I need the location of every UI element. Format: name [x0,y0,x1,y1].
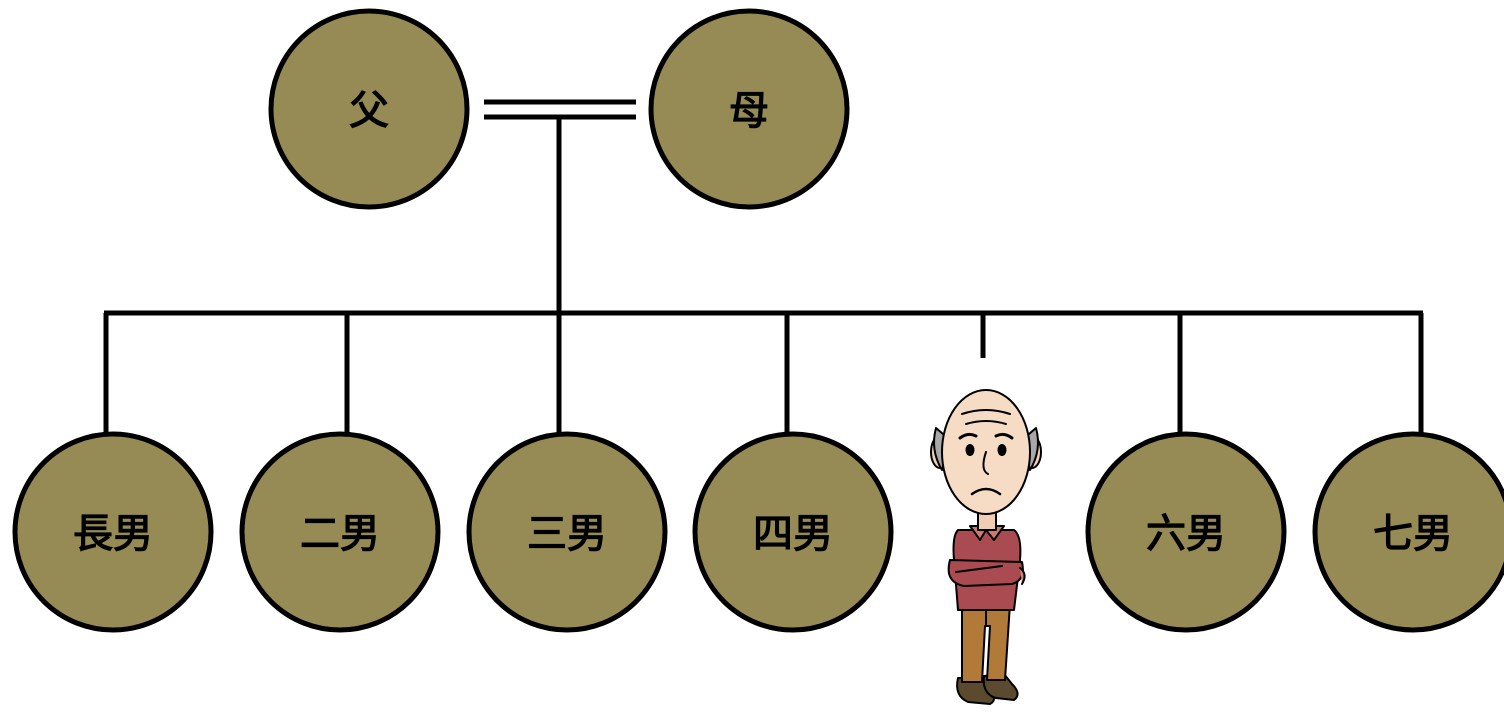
child-node-first: 長男 [12,431,214,633]
mother-node: 母 [648,8,850,210]
child-node-fourth: 四男 [692,431,894,633]
child-node-seventh: 七男 [1312,431,1504,633]
child-label-sixth: 六男 [1146,511,1226,557]
child-node-second: 二男 [239,431,441,633]
descent-connectors [103,117,1424,433]
child-node-sixth: 六男 [1085,431,1287,633]
mother-label: 母 [729,88,769,134]
child-label-fourth: 四男 [753,511,833,557]
child-label-seventh: 七男 [1373,511,1453,557]
child-node-third: 三男 [466,431,668,633]
father-node: 父 [268,8,470,210]
child-label-first: 長男 [73,511,153,557]
father-label: 父 [349,88,389,134]
child-label-second: 二男 [300,511,380,557]
marriage-connector [484,99,636,120]
child-label-third: 三男 [527,511,607,557]
elderly-man-arms-crossed-icon [930,389,1042,705]
